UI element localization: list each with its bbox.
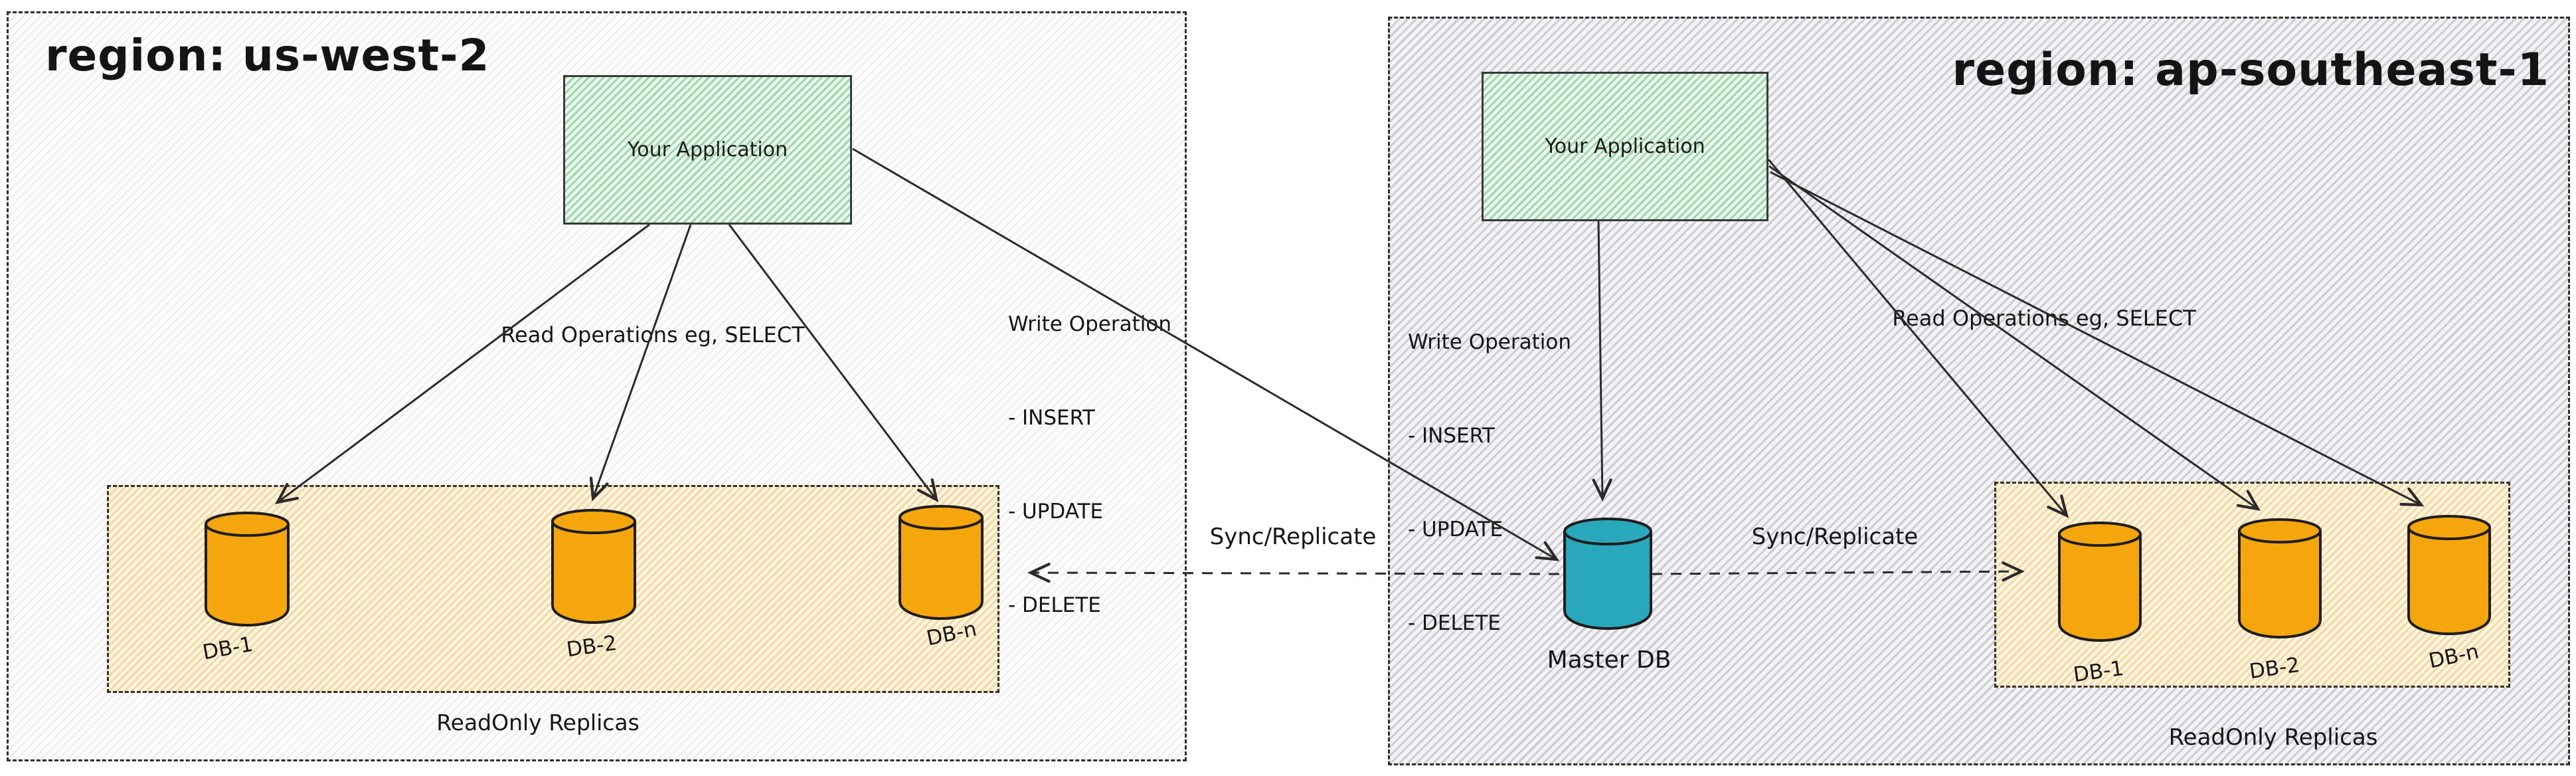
- read-operations-label-right: Read Operations eg, SELECT: [1892, 306, 2196, 331]
- sync-replicate-label-right: Sync/Replicate: [1751, 524, 1919, 550]
- db-1-cylinder-left: [203, 508, 292, 628]
- database-cylinder-icon: [1563, 518, 1652, 630]
- app-label: Your Application: [627, 138, 788, 161]
- master-db-cylinder: [1561, 514, 1654, 631]
- database-cylinder-icon: [2238, 518, 2322, 639]
- region-ap-southeast-1: region: ap-southeast-1 Your Application …: [1388, 17, 2570, 765]
- write-operation-item: - UPDATE: [1008, 500, 1104, 524]
- write-operation-item: - INSERT: [1008, 406, 1095, 430]
- sync-replicate-label-left: Sync/Replicate: [1209, 524, 1377, 550]
- db-1-cylinder-right: [2056, 518, 2144, 643]
- your-application-box-right: Your Application: [1482, 72, 1768, 221]
- write-operation-item: - DELETE: [1408, 611, 1501, 635]
- database-cylinder-icon: [2058, 522, 2142, 642]
- write-operation-item: - INSERT: [1408, 424, 1495, 448]
- region-title-us-west-2: region: us-west-2: [45, 30, 490, 81]
- write-operation-item: - DELETE: [1008, 593, 1101, 617]
- master-db-label: Master DB: [1547, 646, 1672, 674]
- database-cylinder-icon: [551, 509, 636, 625]
- write-operations-block-left: Write Operation - INSERT - UPDATE - DELE…: [1008, 246, 1171, 684]
- write-operation-item: - UPDATE: [1408, 518, 1503, 541]
- region-us-west-2: region: us-west-2 Your Application Read …: [7, 11, 1187, 761]
- your-application-box-left: Your Application: [563, 75, 852, 225]
- db-n-cylinder-left: [897, 502, 986, 621]
- read-operations-label-left: Read Operations eg, SELECT: [501, 322, 805, 347]
- write-operations-title: Write Operation: [1008, 312, 1171, 336]
- database-cylinder-icon: [205, 512, 290, 627]
- db-n-cylinder-right: [2405, 512, 2493, 636]
- db-2-cylinder-left: [549, 506, 638, 625]
- readonly-replicas-label-right: ReadOnly Replicas: [2168, 724, 2378, 751]
- database-cylinder-icon: [899, 505, 984, 621]
- app-label: Your Application: [1545, 135, 1705, 158]
- write-operations-block-right: Write Operation - INSERT - UPDATE - DELE…: [1408, 264, 1571, 702]
- db-2-cylinder-right: [2236, 515, 2324, 640]
- write-operations-title: Write Operation: [1408, 330, 1571, 354]
- region-title-ap-southeast-1: region: ap-southeast-1: [1952, 44, 2549, 96]
- readonly-replicas-label-left: ReadOnly Replicas: [436, 710, 640, 735]
- database-cylinder-icon: [2407, 515, 2491, 636]
